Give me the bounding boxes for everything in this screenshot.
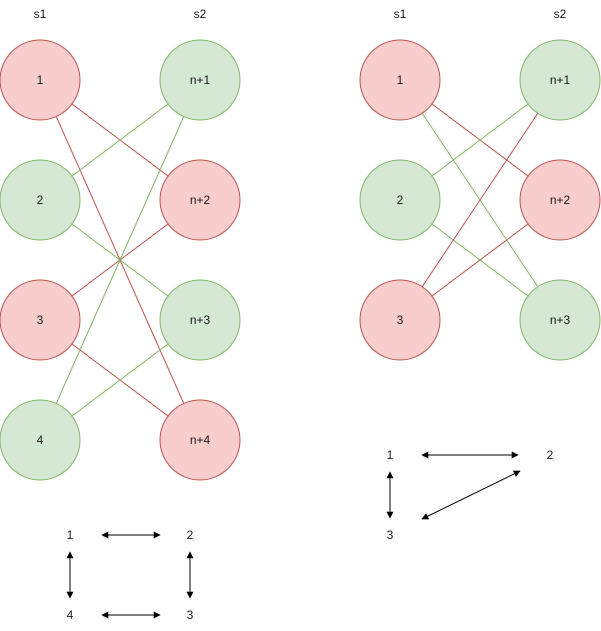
left-node-circle — [159, 279, 241, 361]
left-node-circle — [0, 39, 81, 121]
left-nodes: 1 2 3 4 n+1 n+2 n+3 n+4 — [0, 39, 241, 481]
left-node-2: 2 — [0, 159, 81, 241]
right-node-circle — [359, 39, 441, 121]
left-node-label: n+2 — [190, 193, 211, 207]
right-node-n-plus-3: n+3 — [519, 279, 601, 361]
right-node-label: n+3 — [550, 313, 571, 327]
right-node-1: 1 — [359, 39, 441, 121]
left-cycle-label-4: 4 — [67, 608, 74, 622]
left-edge-2-to-n-plus-1 — [71, 103, 169, 177]
left-node-circle — [159, 399, 241, 481]
right-node-label: n+2 — [550, 193, 571, 207]
right-edge-3-to-n-plus-1 — [421, 113, 539, 287]
left-node-label: 1 — [37, 73, 44, 87]
right-edge-3-to-n-plus-2 — [431, 223, 529, 297]
right-node-label: 1 — [397, 73, 404, 87]
left-node-label: n+4 — [190, 433, 211, 447]
right-header-s2: s2 — [554, 7, 567, 21]
right-cycle-arrow-2-3 — [421, 470, 521, 520]
right-graph: s1 s2 1 2 3 n+1 n+2 n+3 1 2 3 — [359, 7, 601, 542]
left-node-circle — [159, 39, 241, 121]
left-node-n-plus-3: n+3 — [159, 279, 241, 361]
right-edges — [421, 103, 539, 297]
left-node-3: 3 — [0, 279, 81, 361]
right-cycle-label-2: 2 — [547, 448, 554, 462]
left-node-label: 4 — [37, 433, 44, 447]
left-node-label: 2 — [37, 193, 44, 207]
left-node-4: 4 — [0, 399, 81, 481]
right-cycle-label-1: 1 — [387, 448, 394, 462]
left-edge-4-to-n-plus-1 — [55, 116, 185, 404]
left-node-n-plus-2: n+2 — [159, 159, 241, 241]
right-node-circle — [359, 159, 441, 241]
right-node-2: 2 — [359, 159, 441, 241]
left-node-circle — [159, 159, 241, 241]
left-node-circle — [0, 159, 81, 241]
right-node-circle — [519, 159, 601, 241]
left-edges — [55, 103, 185, 417]
right-node-label: 3 — [397, 313, 404, 327]
left-node-circle — [0, 399, 81, 481]
left-node-circle — [0, 279, 81, 361]
left-node-n-plus-4: n+4 — [159, 399, 241, 481]
left-cycle-label-2: 2 — [187, 528, 194, 542]
left-edge-4-to-n-plus-3 — [71, 343, 169, 417]
left-node-label: n+1 — [190, 73, 211, 87]
right-node-label: 2 — [397, 193, 404, 207]
left-node-label: 3 — [37, 313, 44, 327]
right-node-circle — [519, 39, 601, 121]
left-cycle-label-3: 3 — [187, 608, 194, 622]
right-node-3: 3 — [359, 279, 441, 361]
right-node-label: n+1 — [550, 73, 571, 87]
right-edge-2-to-n-plus-1 — [431, 103, 529, 177]
left-header-s2: s2 — [194, 7, 207, 21]
right-header-s1: s1 — [394, 7, 407, 21]
left-cycle-label-1: 1 — [67, 528, 74, 542]
right-nodes: 1 2 3 n+1 n+2 n+3 — [359, 39, 601, 361]
right-node-circle — [359, 279, 441, 361]
right-cycle-label-3: 3 — [387, 528, 394, 542]
right-cycle-graph: 1 2 3 — [386, 448, 554, 542]
left-graph: s1 s2 1 2 3 4 n+1 n+2 n+3 n+4 1 2 3 4 — [0, 7, 241, 622]
left-node-label: n+3 — [190, 313, 211, 327]
left-node-n-plus-1: n+1 — [159, 39, 241, 121]
right-node-n-plus-1: n+1 — [519, 39, 601, 121]
left-header-s1: s1 — [34, 7, 47, 21]
right-node-circle — [519, 279, 601, 361]
left-node-1: 1 — [0, 39, 81, 121]
left-cycle-graph: 1 2 3 4 — [66, 528, 194, 622]
right-node-n-plus-2: n+2 — [519, 159, 601, 241]
